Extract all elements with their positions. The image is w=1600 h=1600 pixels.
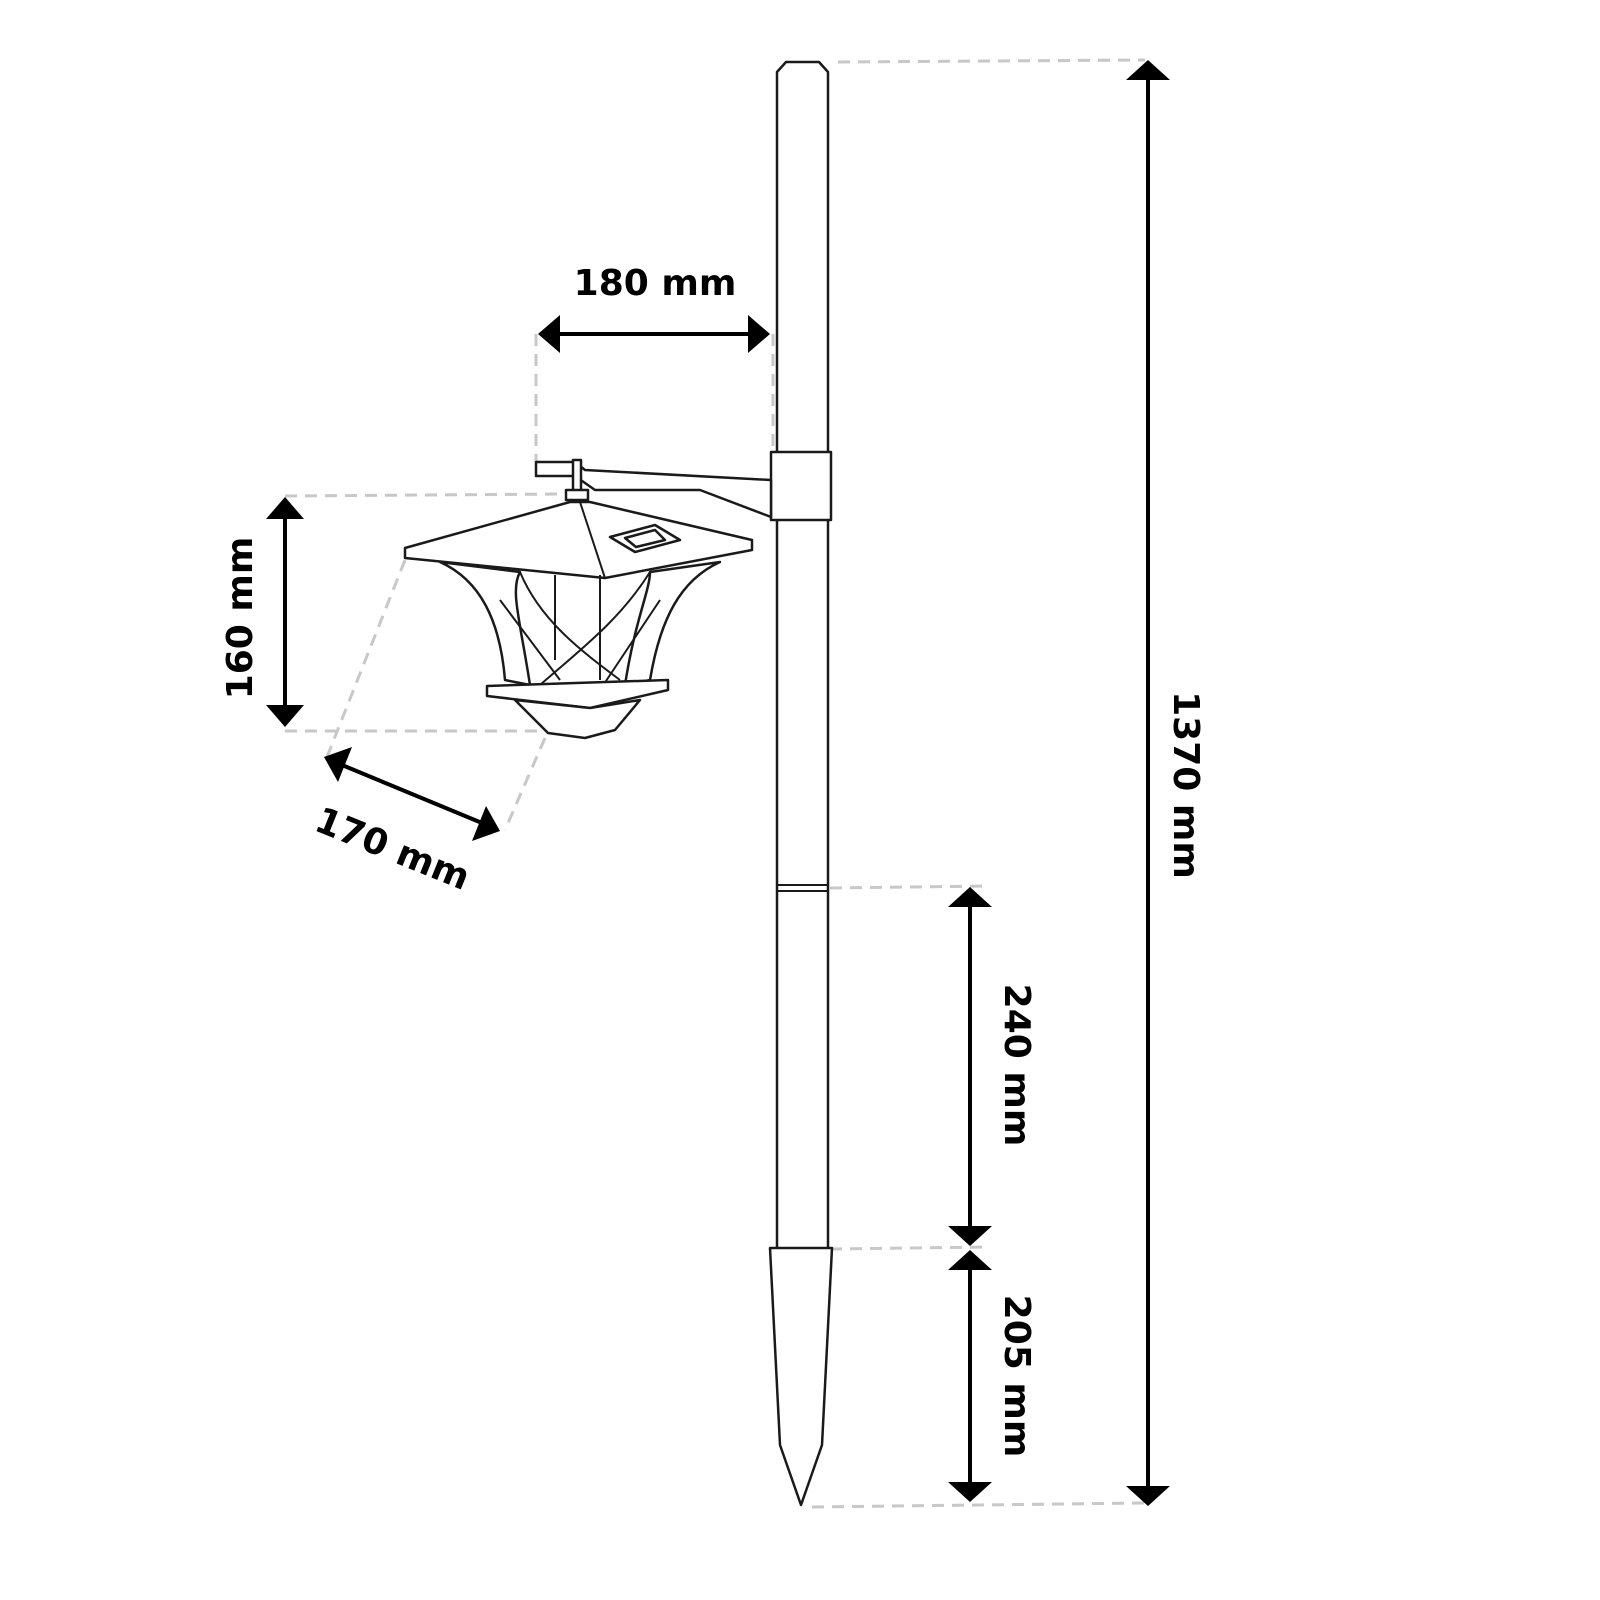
label-total-height: 1370 mm xyxy=(1165,691,1206,879)
pole-collar xyxy=(769,450,833,522)
dimension-lantern-height: 160 mm xyxy=(220,497,304,727)
guide-lines xyxy=(284,58,1146,1509)
dimension-lantern-width: 170 mm xyxy=(309,747,500,899)
label-lantern-width: 170 mm xyxy=(309,800,475,899)
ground-spike xyxy=(768,1246,834,1507)
lantern-arm xyxy=(534,458,773,519)
label-ground-spike: 205 mm xyxy=(996,1295,1037,1458)
label-lower-pole: 240 mm xyxy=(996,984,1037,1147)
dimension-ground-spike: 205 mm xyxy=(948,1250,1037,1502)
label-lantern-height: 160 mm xyxy=(220,537,261,700)
pole xyxy=(769,60,833,1252)
lantern xyxy=(403,500,754,740)
dimension-arm-length: 180 mm xyxy=(538,263,770,353)
dimension-lower-pole: 240 mm xyxy=(948,887,1037,1246)
dimension-total-height: 1370 mm xyxy=(1126,60,1206,1506)
label-arm-length: 180 mm xyxy=(574,263,737,304)
